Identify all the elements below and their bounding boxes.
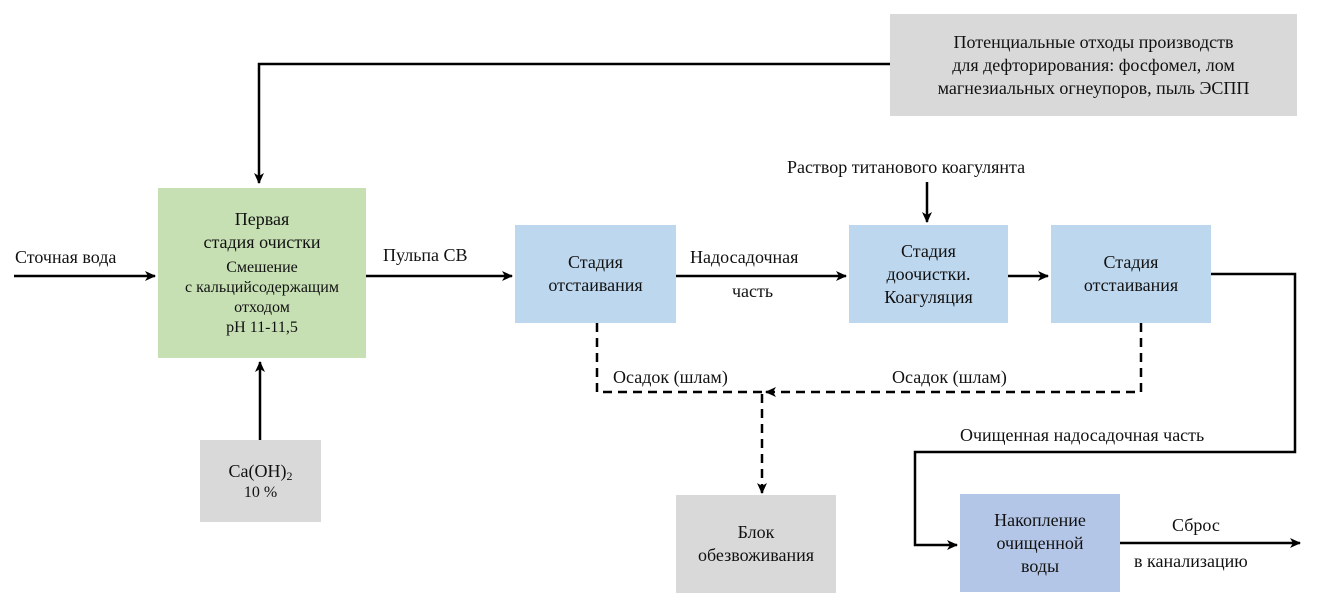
waste-sources-line-1: Потенциальные отходы производств <box>953 31 1234 52</box>
waste-sources-line-3: магнезиальных огнеупоров, пыль ЭСПП <box>937 77 1250 98</box>
post-treatment-line-1: Стадия <box>901 240 956 261</box>
sludge-line-left <box>595 323 763 394</box>
storage-line-1: Накопление <box>994 509 1086 530</box>
first-stage-title-2: стадия очистки <box>203 232 321 252</box>
label-discharge-1: Сброс <box>1172 515 1220 535</box>
waste-sources-box: Потенциальные отходы производств для деф… <box>890 14 1297 116</box>
label-coagulant: Раствор титанового коагулянта <box>787 157 1026 177</box>
settling-2-line-2: отстаивания <box>1083 275 1179 295</box>
caoh2-formula-base: Ca(OH) <box>228 460 287 481</box>
settling-1-box: Стадия отстаивания <box>515 225 676 323</box>
caoh2-concentration: 10 % <box>243 483 278 501</box>
label-purified-supernatant: Очищенная надосадочная часть <box>960 425 1205 445</box>
dewatering-box: Блок обезвоживания <box>676 495 836 593</box>
post-treatment-box: Стадия доочистки. Коагуляция <box>849 225 1008 323</box>
label-pulp: Пульпа СВ <box>383 245 468 265</box>
first-stage-box: Первая стадия очистки Смешение с кальций… <box>158 188 366 358</box>
first-stage-detail-3: отходом <box>234 299 290 316</box>
first-stage-detail-1: Смешение <box>226 259 298 276</box>
first-stage-detail-2: с кальцийсодержащим <box>185 279 339 296</box>
waste-sources-line-2: для дефторирования: фосфомел, лом <box>952 54 1235 75</box>
post-treatment-line-2: доочистки. <box>886 263 971 284</box>
label-sludge-left: Осадок (шлам) <box>613 367 728 387</box>
settling-2-line-1: Стадия <box>1103 252 1159 272</box>
dewatering-line-2: обезвоживания <box>697 545 815 565</box>
caoh2-formula-subscript: 2 <box>286 468 293 483</box>
settling-2-box: Стадия отстаивания <box>1051 225 1211 323</box>
first-stage-title-1: Первая <box>234 209 290 229</box>
arrow-waste-to-first-stage <box>254 62 890 184</box>
post-treatment-line-3: Коагуляция <box>884 286 973 307</box>
storage-line-2: очищенной <box>996 532 1084 553</box>
first-stage-detail-4: pH 11-11,5 <box>226 319 298 336</box>
label-discharge-2: в канализацию <box>1134 551 1248 571</box>
settling-1-line-1: Стадия <box>568 252 623 272</box>
sludge-line-right <box>765 323 1143 397</box>
arrow-purified-supernatant <box>913 272 1297 550</box>
settling-1-line-2: отстаивания <box>548 275 643 295</box>
caoh2-formula: Ca(OH)2 <box>229 460 293 483</box>
label-supernatant-2: часть <box>732 281 774 301</box>
dewatering-line-1: Блок <box>737 522 775 542</box>
label-supernatant-1: Надосадочная <box>690 247 799 267</box>
storage-line-3: воды <box>1020 555 1060 576</box>
storage-box: Накопление очищенной воды <box>960 494 1120 592</box>
caoh2-box: Ca(OH)2 10 % <box>200 440 321 522</box>
label-wastewater: Сточная вода <box>15 247 117 267</box>
label-sludge-right: Осадок (шлам) <box>892 367 1007 387</box>
